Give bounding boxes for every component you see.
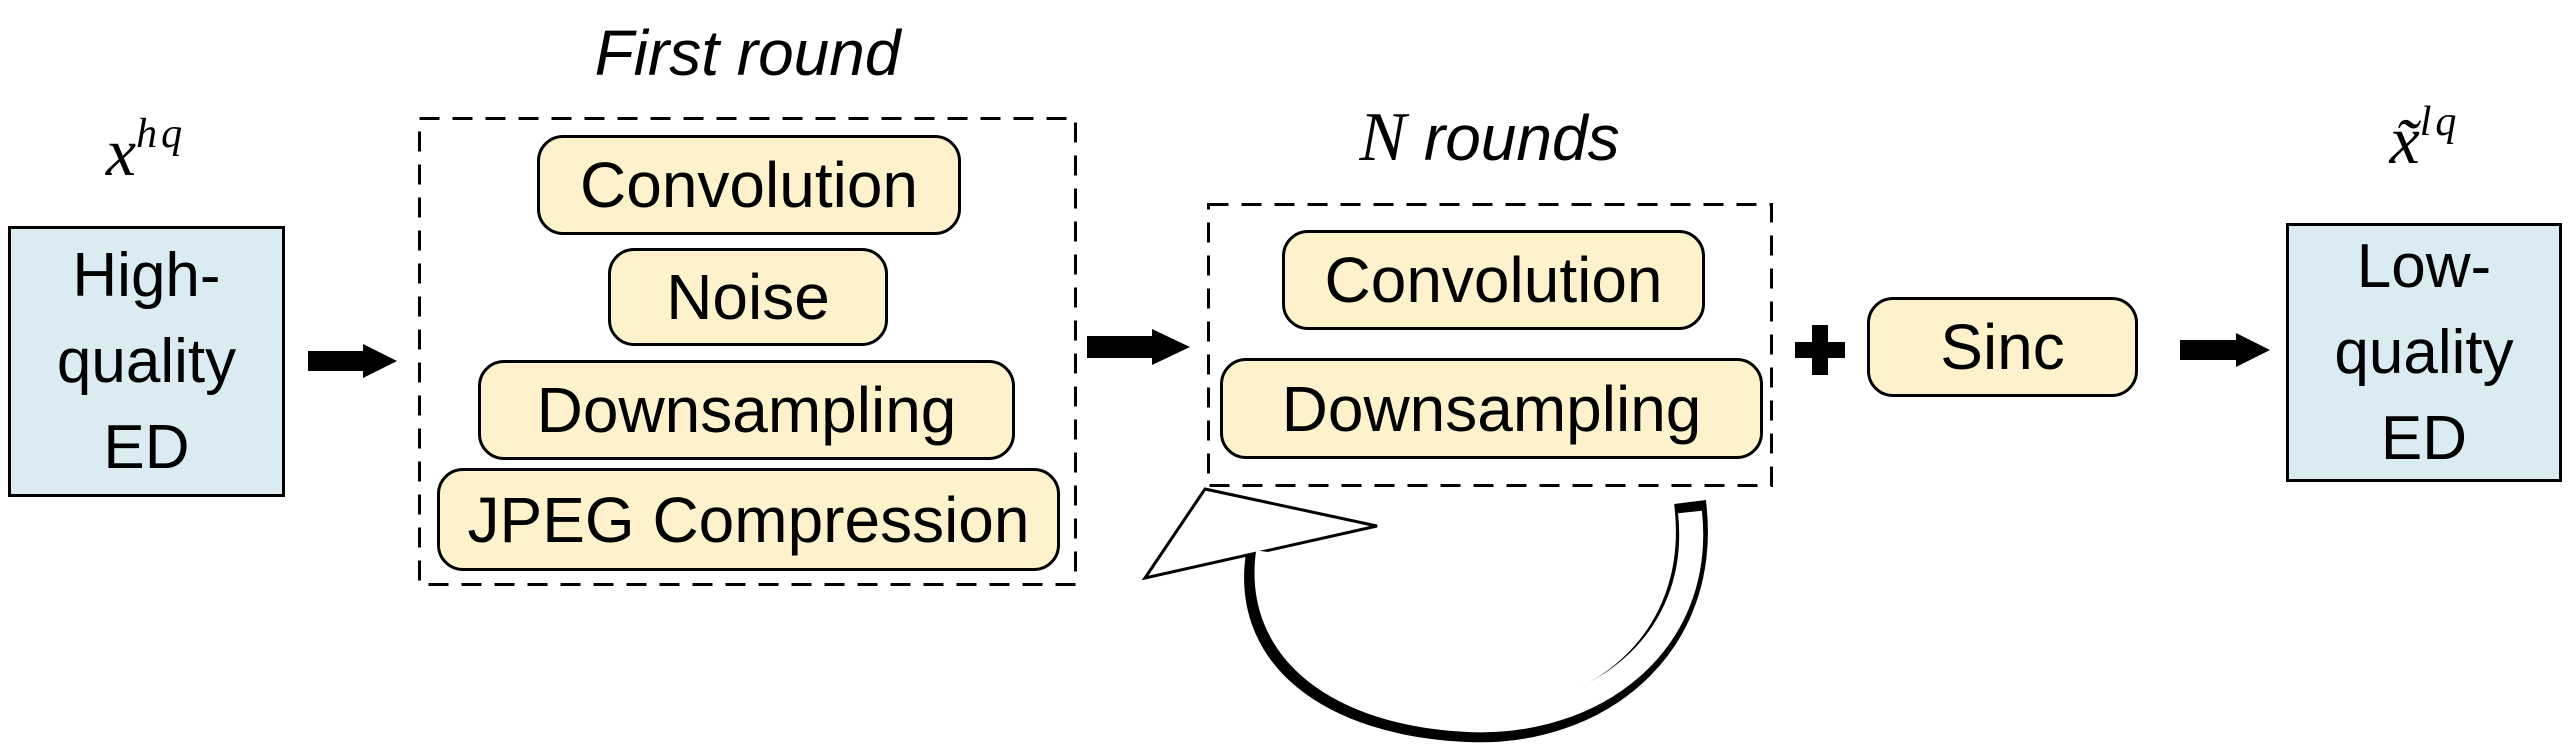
flow-arrow-icon xyxy=(2180,333,2270,367)
step-downsampling: Downsampling xyxy=(478,360,1015,460)
flow-arrow-icon xyxy=(1087,329,1190,365)
flow-arrow-icon xyxy=(308,344,397,378)
step-downsampling-repeat: Downsampling xyxy=(1220,358,1763,459)
loop-arrow-icon xyxy=(1141,487,1708,743)
plus-icon xyxy=(1795,325,1845,375)
output-math-superscript: lq xyxy=(2419,99,2461,145)
input-box-line: quality xyxy=(56,326,237,396)
n-rounds-title-text: rounds xyxy=(1423,102,1620,174)
output-image-box: Low- quality ED xyxy=(2286,223,2562,482)
sinc-filter-box: Sinc xyxy=(1867,297,2138,397)
input-math-label: xhq xyxy=(46,110,246,192)
input-math-base: x xyxy=(105,114,137,190)
n-rounds-title-math: N xyxy=(1359,99,1407,176)
step-jpeg-compression: JPEG Compression xyxy=(437,468,1060,571)
step-convolution-repeat: Convolution xyxy=(1282,230,1705,330)
first-round-title: First round xyxy=(594,17,901,89)
output-box-line: Low- xyxy=(2356,231,2492,301)
step-convolution: Convolution xyxy=(537,135,961,235)
input-image-box: High- quality ED xyxy=(8,226,285,497)
step-noise: Noise xyxy=(608,248,888,346)
input-box-line: ED xyxy=(103,412,190,482)
n-rounds-title: N rounds xyxy=(1207,98,1772,178)
input-box-line: High- xyxy=(72,240,221,310)
output-math-base: x̃ xyxy=(2389,102,2420,178)
n-rounds-dashed-border xyxy=(1207,203,1773,487)
input-math-superscript: hq xyxy=(136,111,187,157)
output-box-line: quality xyxy=(2334,317,2514,387)
output-box-line: ED xyxy=(2380,403,2468,473)
output-math-label: x̃lq xyxy=(2325,98,2525,180)
